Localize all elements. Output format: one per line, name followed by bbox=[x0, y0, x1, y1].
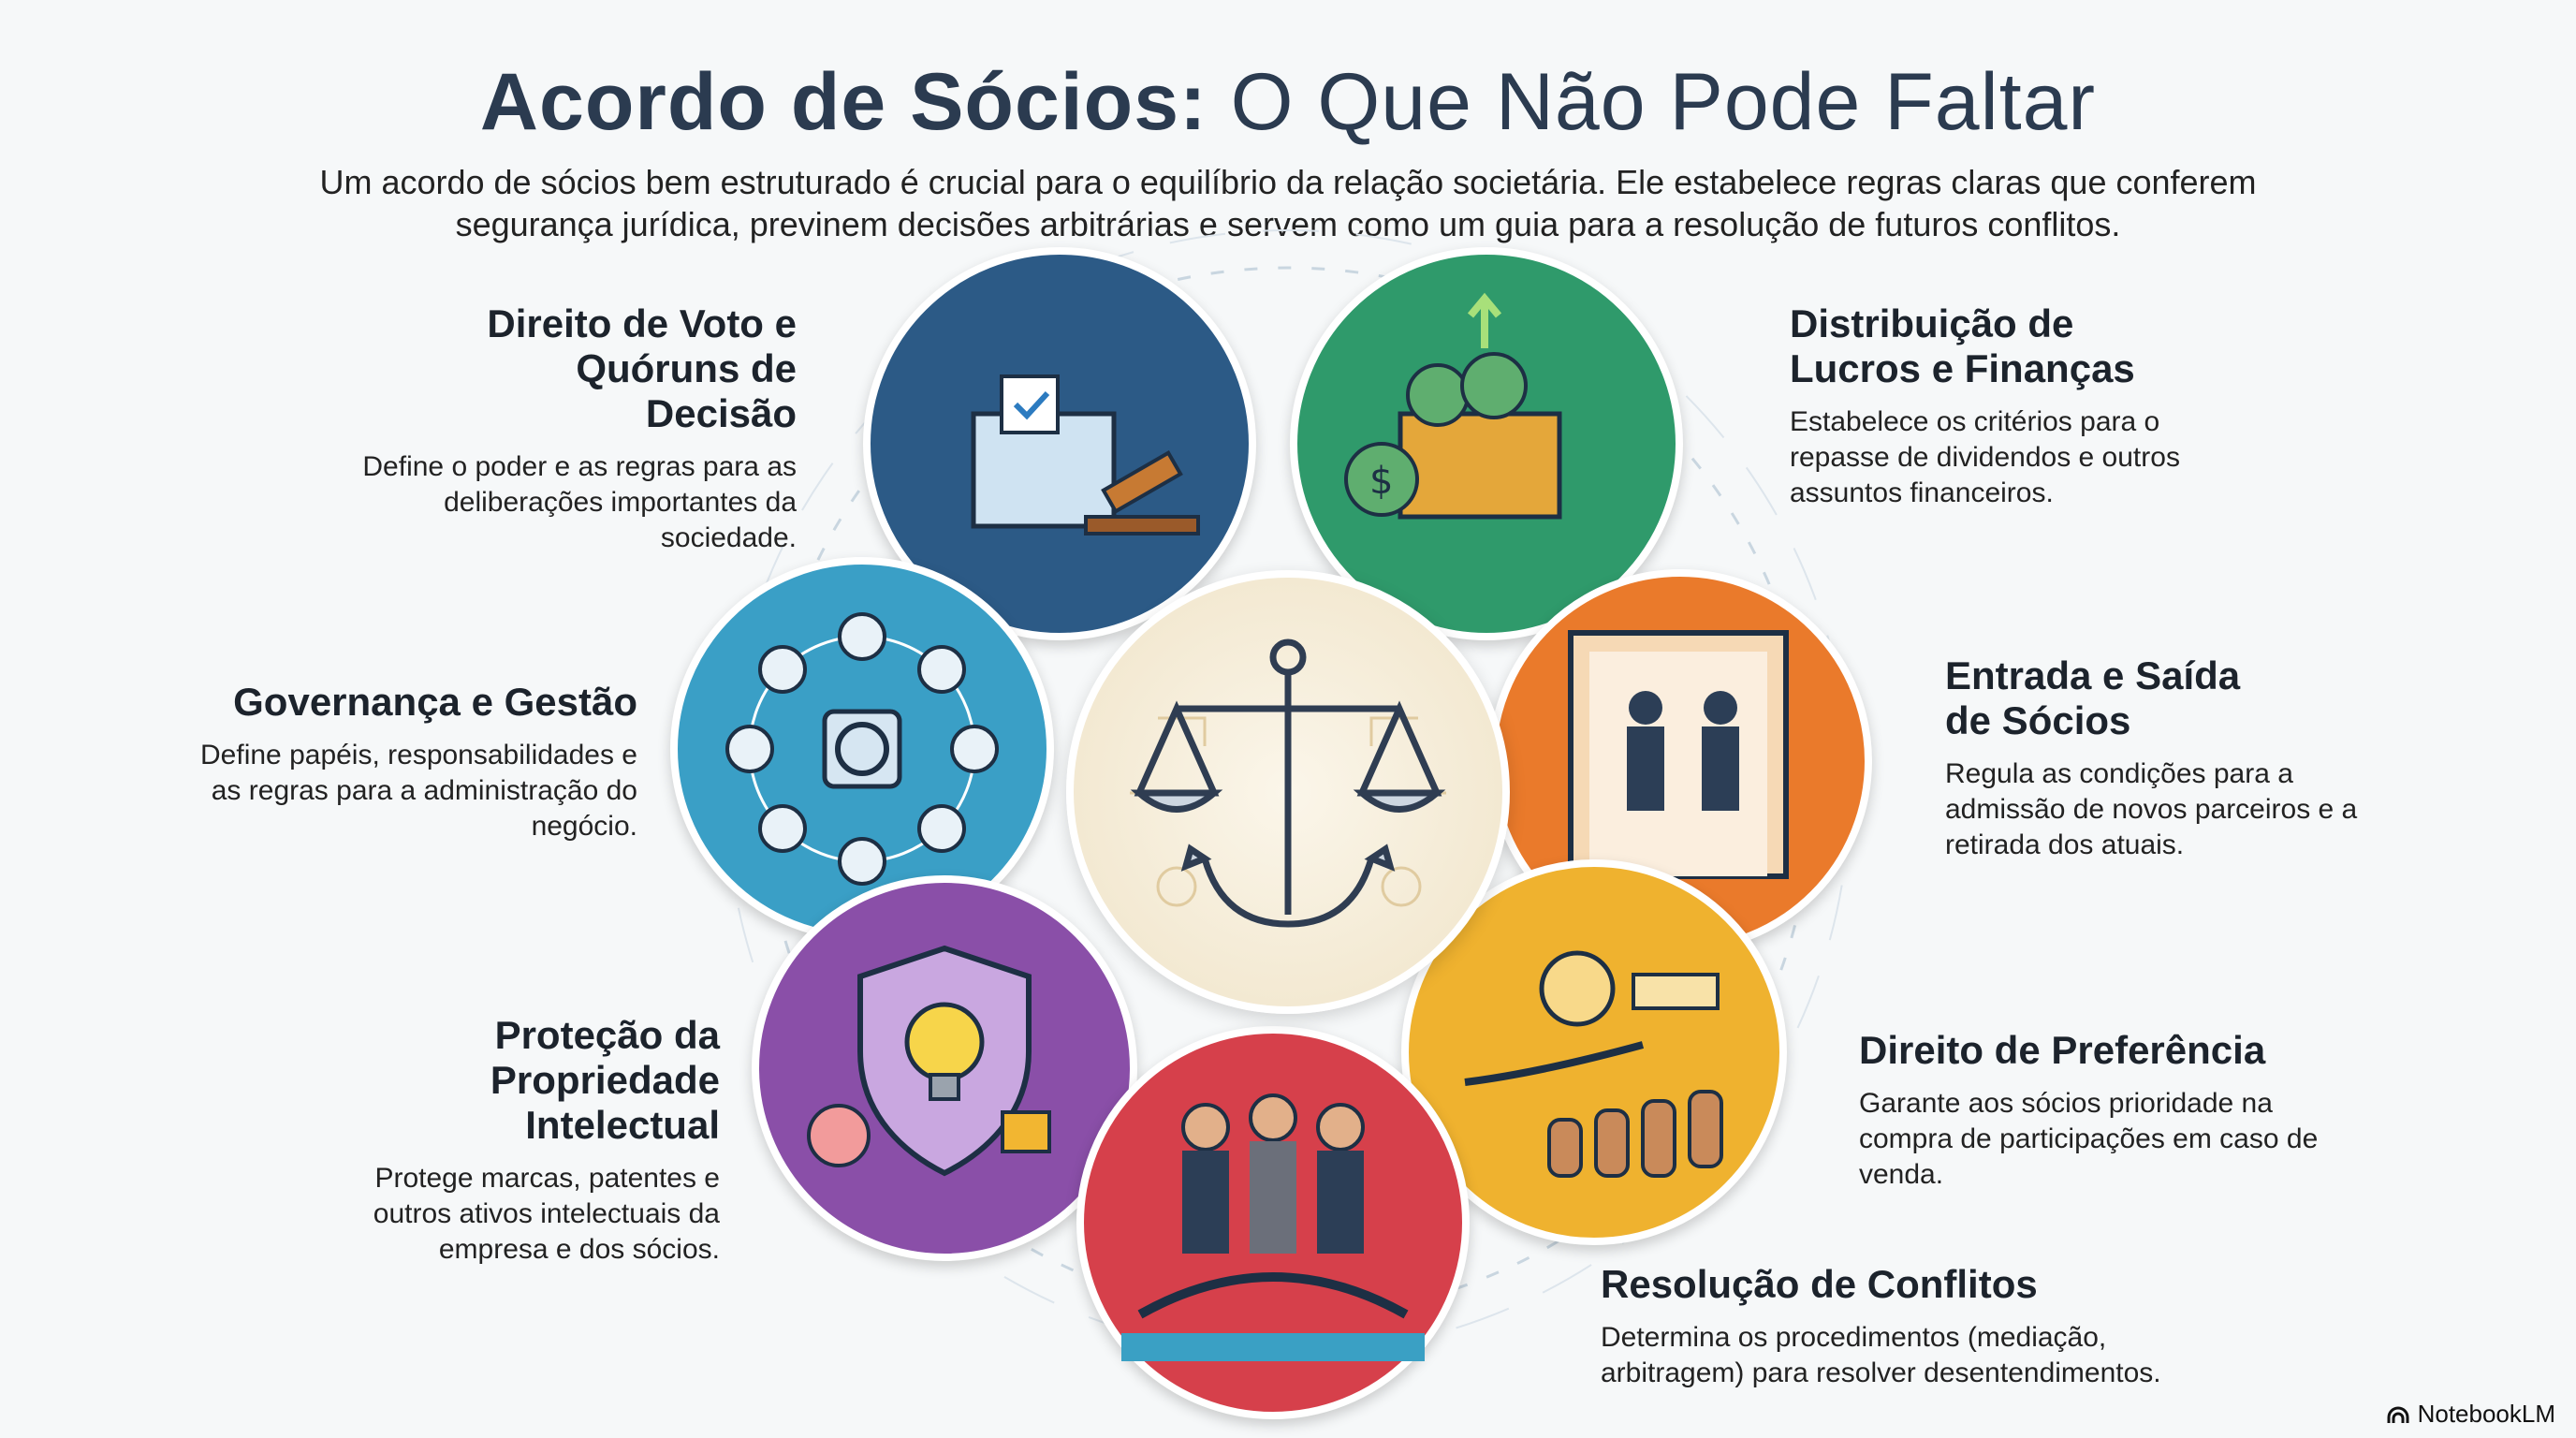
page-title: Acordo de Sócios: O Que Não Pode Faltar bbox=[0, 56, 2576, 149]
section-heading: Direito de Voto e Quóruns de Decisão bbox=[487, 301, 797, 435]
notebooklm-icon bbox=[2387, 1406, 2409, 1423]
section-text: Estabelece os critérios para o repasse d… bbox=[1790, 406, 2180, 508]
shield-lightbulb-icon bbox=[807, 945, 1051, 1177]
section-text: Protege marcas, patentes e outros ativos… bbox=[373, 1163, 720, 1265]
svg-text:$: $ bbox=[1369, 460, 1393, 503]
section-text: Determina os procedimentos (mediação, ar… bbox=[1601, 1322, 2161, 1388]
petal-governance bbox=[670, 557, 1054, 941]
section-heading: Governança e Gestão bbox=[233, 680, 637, 724]
section-profits: Distribuição de Lucros e Finanças Estabe… bbox=[1790, 301, 2314, 511]
section-text: Regula as condições para a admissão de n… bbox=[1945, 758, 2358, 860]
section-preference: Direito de Preferência Garante aos sócio… bbox=[1859, 1028, 2383, 1193]
logo-text: NotebookLM bbox=[2417, 1400, 2555, 1428]
section-conflicts: Resolução de Conflitos Determina os proc… bbox=[1601, 1262, 2256, 1391]
section-text: Garante aos sócios prioridade na compra … bbox=[1859, 1088, 2319, 1190]
notebooklm-logo: NotebookLM bbox=[2386, 1400, 2555, 1429]
section-ip-protection: Proteção da Propriedade Intelectual Prot… bbox=[196, 1013, 720, 1268]
section-heading: Direito de Preferência bbox=[1859, 1028, 2266, 1072]
section-text: Define o poder e as regras para as delib… bbox=[362, 451, 797, 553]
money-bags-chest-icon: $ bbox=[1344, 292, 1562, 520]
handshake-bridge-icon bbox=[1121, 1093, 1425, 1361]
petal-profits: $ bbox=[1290, 247, 1683, 640]
section-heading: Distribuição de Lucros e Finanças bbox=[1790, 301, 2135, 390]
ballot-box-gavel-icon bbox=[971, 374, 1200, 536]
section-entry-exit: Entrada e Saída de Sócios Regula as cond… bbox=[1945, 653, 2469, 863]
title-bold: Acordo de Sócios: bbox=[479, 57, 1208, 147]
section-heading: Resolução de Conflitos bbox=[1601, 1262, 2038, 1306]
title-rest: O Que Não Pode Faltar bbox=[1230, 57, 2097, 147]
scales-anchor-icon bbox=[1130, 638, 1446, 928]
network-steering-wheel-icon bbox=[725, 612, 999, 886]
petal-conflicts bbox=[1076, 1026, 1470, 1419]
subtitle: Um acordo de sócios bem estruturado é cr… bbox=[319, 163, 2257, 243]
section-voting: Direito de Voto e Quóruns de Decisão Def… bbox=[272, 301, 797, 556]
section-governance: Governança e Gestão Define papéis, respo… bbox=[113, 680, 637, 844]
door-handshake-icon bbox=[1568, 630, 1789, 879]
hand-share-raised-hands-icon bbox=[1464, 950, 1723, 1178]
petal-ip-protection bbox=[752, 875, 1137, 1261]
center-circle bbox=[1066, 570, 1510, 1014]
section-heading: Entrada e Saída de Sócios bbox=[1945, 653, 2241, 742]
section-text: Define papéis, responsabilidades e as re… bbox=[200, 740, 637, 842]
section-heading: Proteção da Propriedade Intelectual bbox=[490, 1013, 720, 1147]
